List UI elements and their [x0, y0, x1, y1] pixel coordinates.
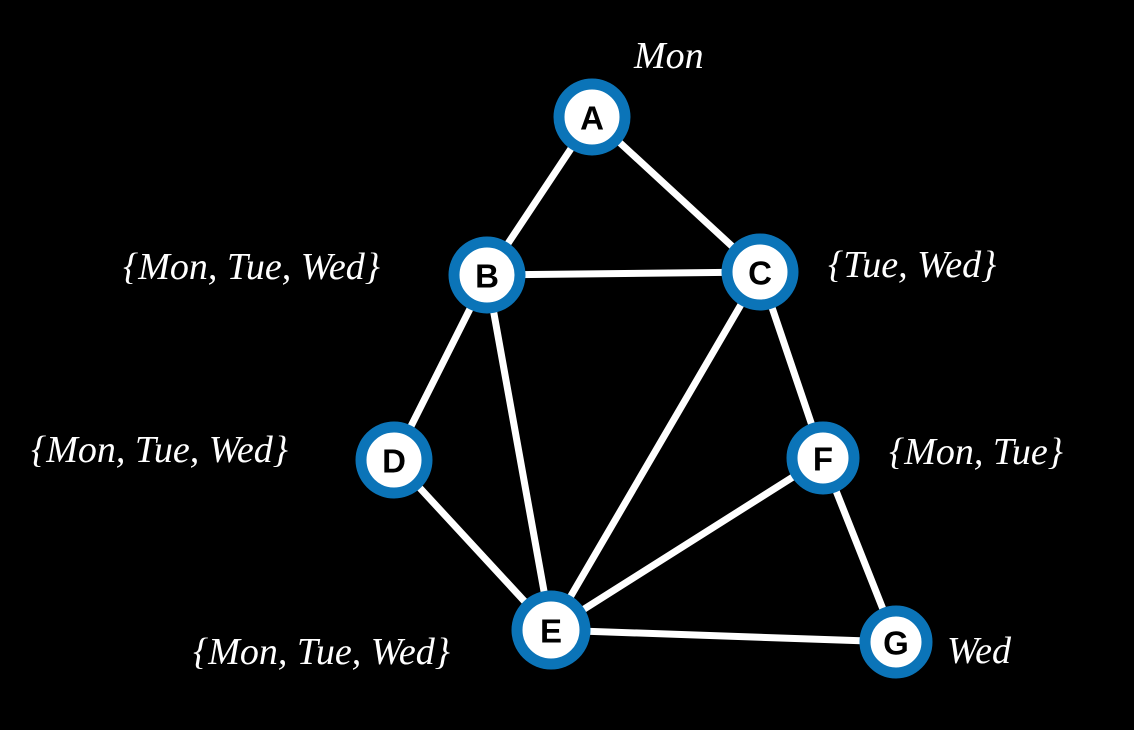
domain-label-a: Mon	[634, 35, 704, 77]
graph-node-b[interactable]: B	[448, 236, 526, 314]
edges-layer	[390, 113, 900, 646]
graph-edge-e-f	[547, 454, 827, 634]
graph-node-f[interactable]: F	[786, 421, 860, 495]
graph-edge-b-c	[483, 268, 764, 279]
node-circle-c	[721, 233, 799, 311]
graph-node-g[interactable]: G	[859, 605, 933, 679]
domain-label-g: Wed	[947, 630, 1012, 672]
node-label-g: G	[883, 625, 909, 662]
graph-edge-c-e	[547, 268, 764, 634]
node-label-a: A	[580, 100, 604, 137]
node-circle-a	[553, 78, 631, 156]
node-label-c: C	[748, 255, 772, 292]
node-circle-d	[355, 421, 433, 499]
node-circle-e	[511, 590, 591, 670]
graph-node-e[interactable]: E	[511, 590, 591, 670]
node-label-d: D	[382, 443, 406, 480]
node-circle-g	[859, 605, 933, 679]
node-label-f: F	[813, 441, 833, 478]
graph-node-d[interactable]: D	[355, 421, 433, 499]
graph-node-a[interactable]: A	[553, 78, 631, 156]
node-circle-f	[786, 421, 860, 495]
domain-label-c: {Tue, Wed}	[828, 244, 997, 286]
nodes-layer: A B C D E F G	[355, 78, 933, 679]
node-label-b: B	[475, 258, 499, 295]
node-label-e: E	[540, 613, 562, 650]
domain-label-f: {Mon, Tue}	[889, 431, 1063, 473]
domain-label-e: {Mon, Tue, Wed}	[193, 631, 450, 673]
graph-edge-e-g	[547, 626, 900, 646]
graph-edge-b-e	[483, 271, 555, 634]
domain-label-d: {Mon, Tue, Wed}	[31, 429, 288, 471]
node-circle-b	[448, 236, 526, 314]
graph-node-c[interactable]: C	[721, 233, 799, 311]
domain-label-b: {Mon, Tue, Wed}	[123, 246, 380, 288]
